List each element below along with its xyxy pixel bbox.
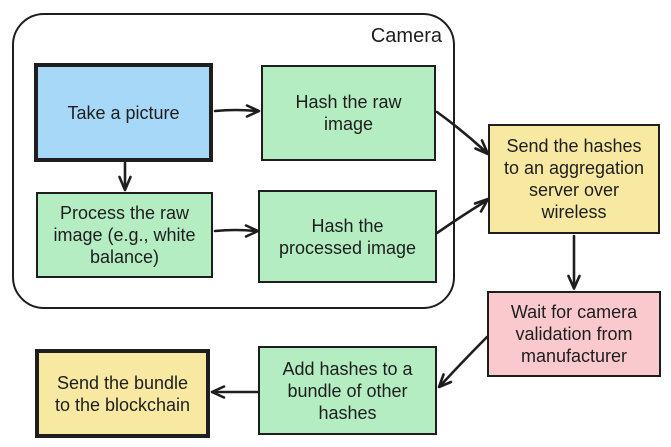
node-wait-for-camera-validation: Wait for camera validation from manufact… [487,291,661,377]
node-process-raw-image: Process the raw image (e.g., white balan… [36,192,213,278]
node-process-raw-image-label: Process the raw image (e.g., white balan… [53,203,196,267]
node-send-hashes-label: Send the hashes to an aggregation server… [503,136,645,222]
node-wait-validation-label: Wait for camera validation from manufact… [510,302,638,366]
node-send-hashes-to-aggregation-server: Send the hashes to an aggregation server… [488,124,660,234]
node-hash-raw-image: Hash the raw image [261,65,436,161]
camera-group-label: Camera [370,25,442,47]
arrow-add-hashes-to-send-bundle [210,385,259,399]
arrow-wait-validation-to-add-hashes [437,335,489,389]
node-add-hashes-to-bundle: Add hashes to a bundle of other hashes [258,346,437,435]
node-add-hashes-label: Add hashes to a bundle of other hashes [282,358,413,423]
node-send-bundle-label: Send the bundle to the blockchain [54,372,191,415]
node-take-a-picture-label: Take a picture [67,102,180,123]
node-take-a-picture: Take a picture [34,63,213,162]
node-send-bundle-to-blockchain: Send the bundle to the blockchain [35,349,210,438]
camera-group-frame [12,13,455,309]
node-hash-processed-image: Hash the processed image [258,190,437,283]
arrow-send-hashes-to-wait-validation [567,234,581,290]
node-hash-raw-image-label: Hash the raw image [295,92,402,134]
node-hash-processed-image-label: Hash the processed image [278,215,417,258]
